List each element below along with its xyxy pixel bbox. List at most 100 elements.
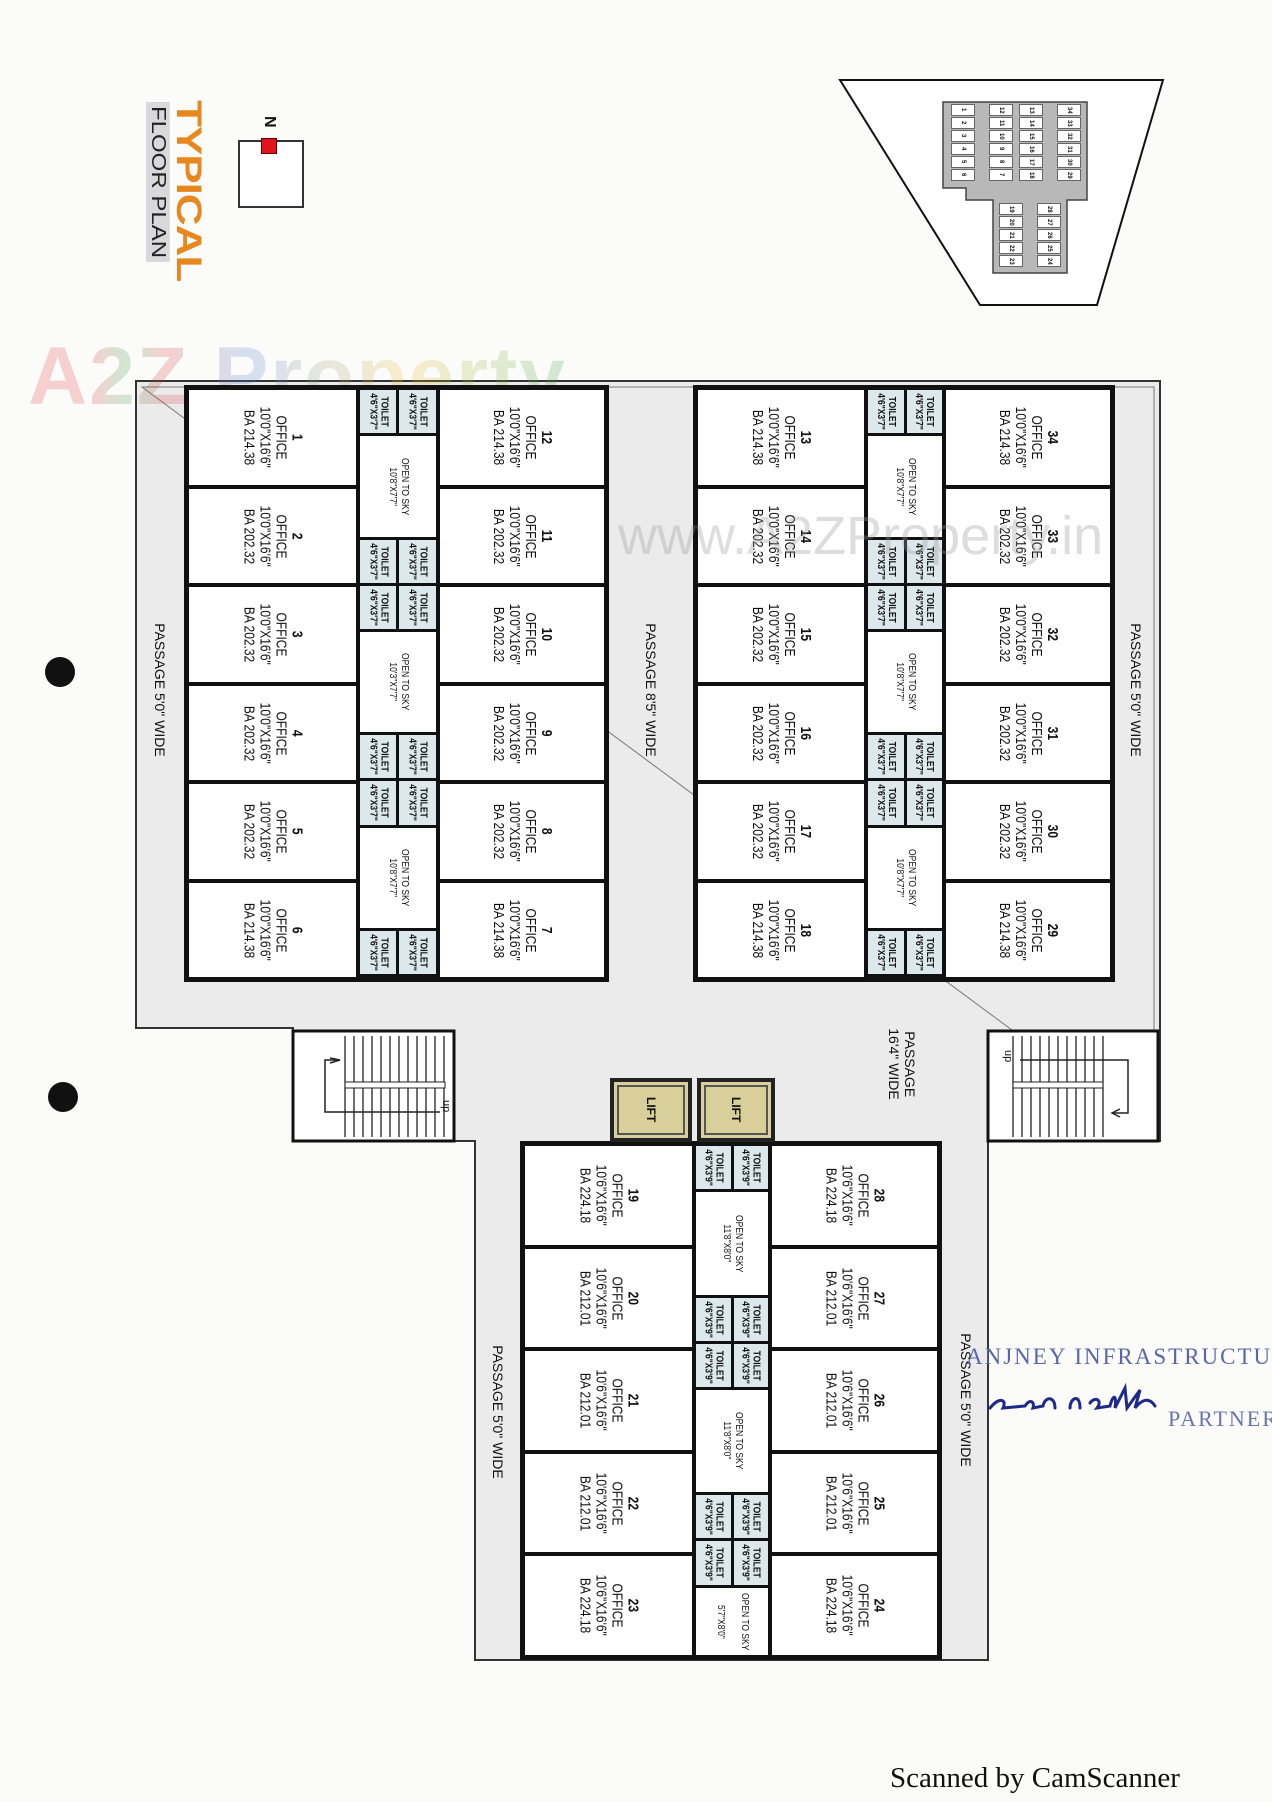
office-area: BA 202.32 <box>995 606 1013 662</box>
office-size: 10'0"X16'6" <box>505 505 523 567</box>
office-number: 27 <box>870 1291 888 1305</box>
handwritten-signature <box>988 1382 1157 1413</box>
key-plan-unit: 24 <box>1037 255 1061 267</box>
scanner-footer: Scanned by CamScanner <box>890 1762 1180 1794</box>
toilet-name: TOILET <box>750 1350 762 1381</box>
toilet-size: 4'6"X3'7" <box>913 542 925 580</box>
open-to-sky-text: OPEN TO SKY <box>738 1592 750 1650</box>
toilet-name: TOILET <box>885 396 897 427</box>
office-area: BA 224.18 <box>576 1167 594 1223</box>
open-to-sky: OPEN TO SKY 5'7"X8'0" <box>696 1587 768 1655</box>
lift: LIFT <box>697 1078 775 1142</box>
office-type: OFFICE <box>781 809 799 854</box>
office-size: 10'0"X16'6" <box>765 702 783 764</box>
toilet-size: 4'6"X3'7" <box>406 738 418 776</box>
office-size: 10'6"X16'6" <box>592 1575 610 1637</box>
office-area: BA 202.32 <box>489 606 507 662</box>
office-size: 10'0"X16'6" <box>1011 406 1029 468</box>
office-area: BA 202.32 <box>749 606 767 662</box>
stamp-role: PARTNER <box>1168 1406 1272 1431</box>
office-size: 10'0"X16'6" <box>256 603 274 665</box>
office-type: OFFICE <box>272 612 290 657</box>
office-area: BA 214.38 <box>240 409 258 465</box>
passage-label-left: PASSAGE 5'0" WIDE <box>152 623 168 757</box>
key-plan-unit: 2 <box>951 117 975 129</box>
toilet-size: 4'6"X3'7" <box>367 542 379 580</box>
toilet-size: 4'6"X3'9" <box>702 1346 714 1384</box>
open-to-sky-size: 11'8"X8'0" <box>720 1422 732 1461</box>
office-area: BA 202.32 <box>995 705 1013 761</box>
key-plan-unit: 19 <box>999 203 1023 215</box>
office-area: BA 202.32 <box>489 508 507 564</box>
office-size: 10'6"X16'6" <box>592 1472 610 1534</box>
open-to-sky-size: 5'7"X8'0" <box>714 1604 726 1639</box>
office-type: OFFICE <box>854 1583 872 1628</box>
key-plan-unit: 34 <box>1057 104 1081 116</box>
office-number: 5 <box>288 827 306 835</box>
office-type: OFFICE <box>272 710 290 755</box>
office-area: BA 202.32 <box>995 508 1013 564</box>
office-type: OFFICE <box>521 513 539 558</box>
office-type: OFFICE <box>781 415 799 460</box>
office-number: 21 <box>624 1393 642 1408</box>
office-type: OFFICE <box>608 1173 626 1218</box>
office-number: 20 <box>624 1291 642 1305</box>
office-number: 31 <box>1043 726 1061 740</box>
open-to-sky-size: 10'8"X7'7" <box>386 858 398 897</box>
office-type: OFFICE <box>854 1378 872 1423</box>
office-size: 10'0"X16'6" <box>765 800 783 862</box>
office-size: 10'6"X16'6" <box>592 1267 610 1329</box>
key-plan-unit: 1 <box>951 104 975 116</box>
toilet-size: 4'6"X3'7" <box>367 393 379 430</box>
toilet-size: 4'6"X3'9" <box>702 1544 714 1582</box>
office-type: OFFICE <box>272 513 290 558</box>
office-number: 26 <box>870 1393 888 1408</box>
office-type: OFFICE <box>521 710 539 755</box>
toilet-size: 4'6"X3'9" <box>702 1300 714 1338</box>
key-plan-unit: 6 <box>951 169 975 181</box>
office-size: 10'6"X16'6" <box>838 1164 856 1226</box>
